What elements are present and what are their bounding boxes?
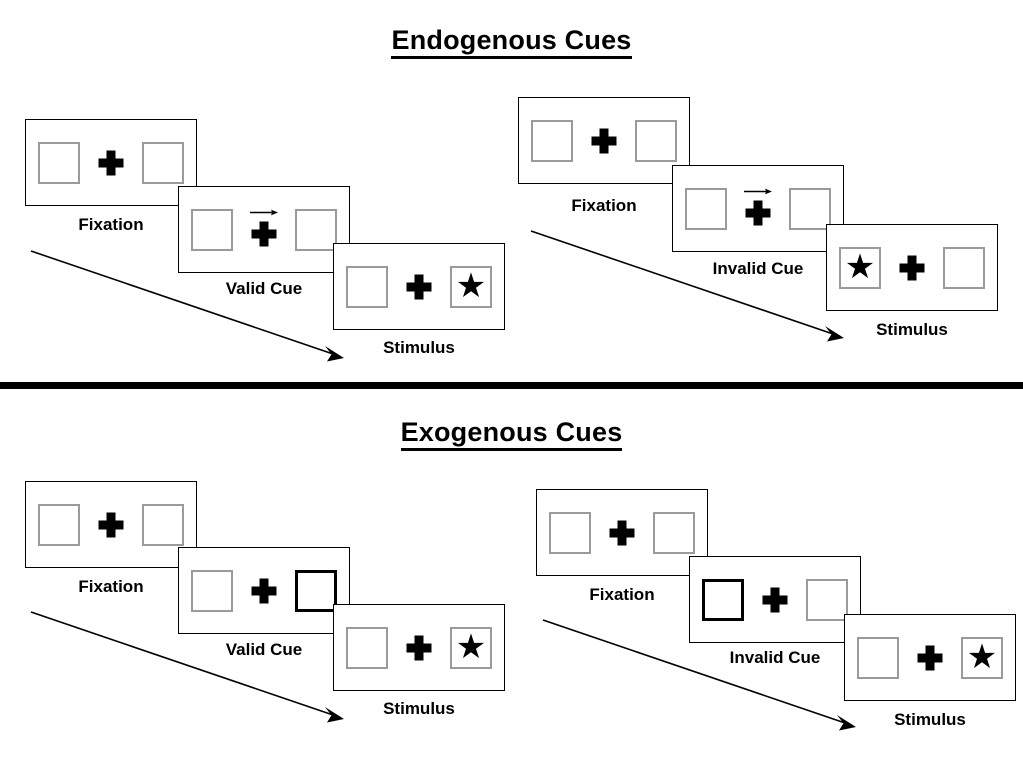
frame-invalid-cue [689,556,861,643]
plus-icon [98,150,124,175]
frame-fixation [25,481,197,568]
frame-label-invalid-cue: Invalid Cue [729,648,821,667]
frame-stimulus: ★ [826,224,998,311]
left-box-with-target: ★ [839,246,881,289]
right-box-cued [295,569,337,612]
frame-fixation [536,489,708,576]
exogenous-title: Exogenous Cues [0,417,1023,451]
plus-icon [251,578,277,603]
star-icon: ★ [844,247,876,286]
right-box [806,578,848,621]
rightward-arrow-icon [250,209,278,215]
fixation-cross [388,261,450,313]
right-box [635,119,677,162]
plus-icon [591,128,617,153]
left-box [549,511,591,554]
right-box [789,187,831,230]
star-icon: ★ [455,627,487,666]
left-box [685,187,727,230]
right-box [295,208,337,251]
fixation-cross [591,507,653,559]
right-box [142,503,184,546]
left-box [531,119,573,162]
plus-icon [406,274,432,299]
plus-icon [899,255,925,280]
fixation-cross-with-cue [727,183,789,235]
plus-icon [98,512,124,537]
frame-stimulus: ★ [333,243,505,330]
fixation-cross [899,632,961,684]
right-box [653,511,695,554]
exogenous-title-text: Exogenous Cues [400,417,623,451]
right-box-with-target: ★ [961,636,1003,679]
fixation-cross [233,565,295,617]
left-box [38,503,80,546]
frame-valid-cue [178,186,350,273]
rightward-arrow-icon [744,188,772,194]
plus-icon [609,520,635,545]
left-box [346,265,388,308]
fixation-cross [881,242,943,294]
frame-stimulus: ★ [844,614,1016,701]
plus-icon [406,635,432,660]
fixation-cross [573,115,635,167]
right-box-with-target: ★ [450,626,492,669]
frame-label-stimulus: Stimulus [894,710,966,729]
frame-label-stimulus: Stimulus [383,338,455,357]
frame-label-valid-cue: Valid Cue [225,640,303,659]
fixation-cross [388,622,450,674]
frame-label-valid-cue: Valid Cue [225,279,303,298]
frame-fixation [518,97,690,184]
right-box-with-target: ★ [450,265,492,308]
fixation-cross [744,574,806,626]
frame-label-invalid-cue: Invalid Cue [712,259,804,278]
left-box [857,636,899,679]
left-box [191,208,233,251]
left-box-cued [702,578,744,621]
right-box [943,246,985,289]
frame-label-stimulus: Stimulus [876,320,948,339]
frame-label-fixation: Fixation [589,585,655,604]
frame-fixation [25,119,197,206]
frame-label-fixation: Fixation [78,577,144,596]
frame-stimulus: ★ [333,604,505,691]
plus-icon [917,645,943,670]
endogenous-title-text: Endogenous Cues [391,25,632,59]
endogenous-panel: Endogenous Cues Fixation [0,25,1023,362]
right-box [142,141,184,184]
left-box [346,626,388,669]
star-icon: ★ [966,637,998,676]
frame-label-stimulus: Stimulus [383,699,455,718]
frame-label-fixation: Fixation [78,215,144,234]
plus-icon [251,221,277,247]
fixation-cross [80,499,142,551]
section-divider [0,382,1023,389]
frame-label-fixation: Fixation [571,196,637,215]
plus-icon [745,200,771,226]
fixation-cross-with-cue [233,204,295,256]
frame-invalid-cue [672,165,844,252]
frame-valid-cue [178,547,350,634]
exogenous-panel: Exogenous Cues Fixation Valid Cue [0,392,1023,767]
endogenous-title: Endogenous Cues [0,25,1023,59]
left-box [38,141,80,184]
plus-icon [762,587,788,612]
left-box [191,569,233,612]
star-icon: ★ [455,266,487,305]
fixation-cross [80,137,142,189]
